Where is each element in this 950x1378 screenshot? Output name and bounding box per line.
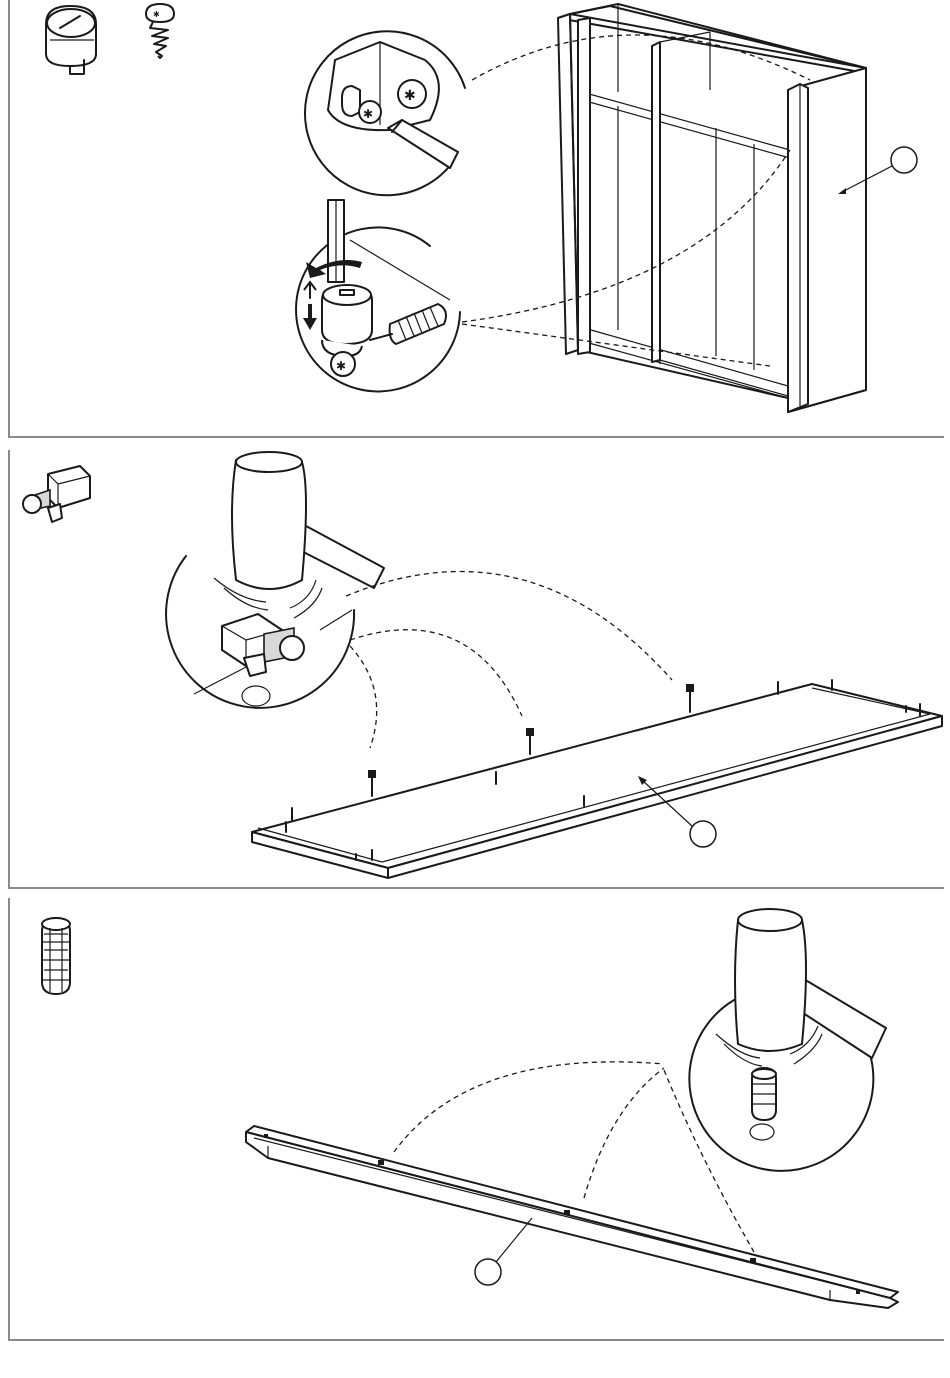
leader-dashed-bottom: [462, 150, 790, 322]
long-rail: [246, 1126, 898, 1308]
threaded-insert: [370, 304, 446, 344]
svg-text:✱: ✱: [404, 88, 416, 104]
step-panel-panel-connectors: [8, 450, 944, 889]
long-panel: [252, 680, 942, 878]
panel-1-illustration: ✱ ✱ ✱ ✱: [10, 0, 946, 438]
detail-circle-hammer: [166, 452, 384, 708]
detail-circle-cam-lock: ✱: [296, 200, 460, 391]
detail-circle-hammer: [689, 909, 886, 1171]
cam-lock-icon: [46, 6, 96, 74]
up-down-arrow: [303, 282, 317, 330]
step-panel-cabinet-cam-locks: ✱ ✱ ✱ ✱: [8, 0, 944, 438]
leader-dashed-outer: [346, 572, 672, 680]
detail-circle-screwdriver: ✱ ✱: [305, 31, 465, 195]
screw-icon: ✱: [146, 4, 174, 58]
hammer-icon: [735, 909, 886, 1058]
leader-dashed-left: [394, 1062, 664, 1152]
hammer-icon: [232, 452, 384, 589]
svg-text:✱: ✱: [153, 10, 160, 19]
cabinet-frame: [558, 4, 866, 412]
callout-circle: [475, 1218, 532, 1285]
leader-dashed-middle: [584, 1068, 664, 1198]
step-panel-rail-dowels: [8, 898, 944, 1341]
panel-3-illustration: [10, 898, 946, 1341]
svg-text:✱: ✱: [336, 359, 346, 373]
cam-connector-icon: [23, 466, 90, 522]
dowel-icon: [42, 918, 70, 994]
panel-2-illustration: [10, 450, 946, 889]
svg-text:✱: ✱: [363, 107, 373, 121]
dowel-in-hole: [752, 1068, 776, 1120]
leader-dashed-inner: [350, 646, 377, 748]
